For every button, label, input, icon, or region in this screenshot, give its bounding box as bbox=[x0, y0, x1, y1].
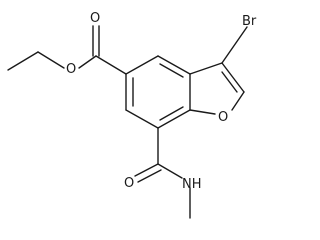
bond-c7a-c7 bbox=[157, 109, 191, 129]
bond-carbonyl-ring bbox=[95, 55, 127, 75]
amide-carbonyl-oxygen-label: O bbox=[124, 176, 134, 191]
bond-c3-c2-inner bbox=[221, 71, 238, 93]
furan-oxygen-label: O bbox=[218, 110, 228, 125]
bond-c3-br bbox=[221, 26, 248, 64]
bond-amide-c-double-o-a bbox=[134, 163, 159, 177]
ester-ether-oxygen-label: O bbox=[66, 62, 76, 77]
molecule-drawing: Br O O O O NH bbox=[7, 11, 257, 219]
bond-c2-o1 bbox=[231, 91, 245, 111]
bond-amide-c-n bbox=[157, 163, 183, 179]
bond-c3a-c3 bbox=[189, 62, 223, 75]
bond-c4-c3a-inner bbox=[159, 63, 184, 78]
ester-carbonyl-oxygen-label: O bbox=[90, 11, 100, 26]
structure-diagram: Br O O O O NH bbox=[7, 11, 257, 219]
bond-c5-c4 bbox=[125, 55, 159, 75]
bond-c7a-c7-inner bbox=[159, 106, 184, 121]
bromine-label: Br bbox=[242, 14, 257, 29]
bond-c3-c2 bbox=[221, 62, 245, 93]
bond-amide-c-double-o-b bbox=[137, 169, 162, 183]
bond-ch3-ch2 bbox=[7, 51, 39, 71]
bond-ch2-o bbox=[37, 51, 65, 69]
bond-o1-c7a bbox=[189, 109, 216, 115]
bond-c4-c3a bbox=[157, 55, 191, 75]
amide-nitrogen-label: NH bbox=[182, 177, 202, 192]
bond-o-carbonyl bbox=[78, 55, 97, 69]
bond-c7-c6 bbox=[125, 109, 159, 129]
